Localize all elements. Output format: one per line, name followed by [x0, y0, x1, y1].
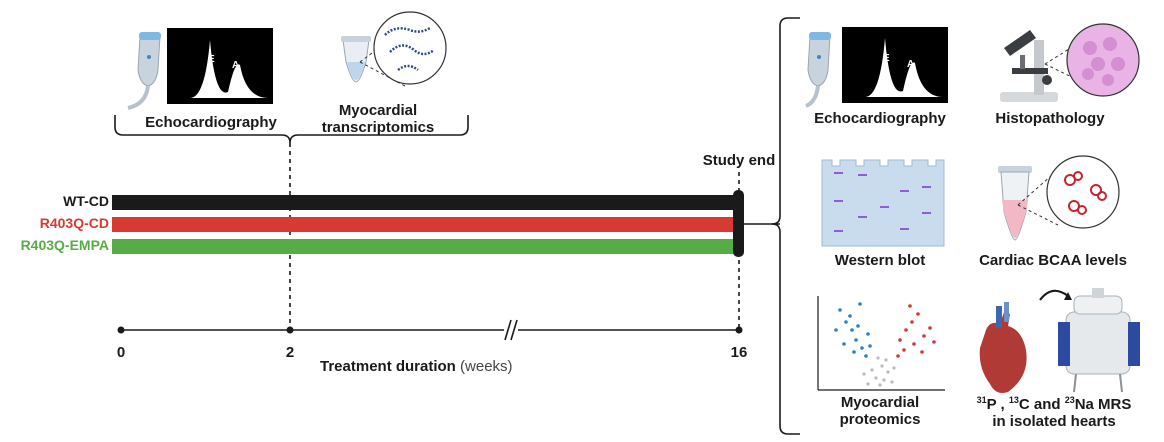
endpoint-proteomics-label-1: Myocardial: [840, 394, 920, 411]
group-label-wt-cd: WT-CD: [63, 193, 109, 209]
echo-waveform-icon: [167, 28, 273, 104]
endpoint-mrs-label-2: in isolated hearts: [992, 413, 1116, 430]
axis-title: Treatment duration (weeks): [320, 358, 513, 375]
tube-rna-icon: [341, 11, 447, 87]
mrs-sup-23: 23: [1064, 395, 1075, 405]
tick-dot-0: [117, 326, 125, 334]
study-end-label: Study end: [702, 152, 776, 169]
mrs-text-c: C and: [1018, 396, 1065, 413]
heart-icon: [979, 302, 1027, 393]
tube-bcaa-icon: [998, 166, 1032, 241]
mrs-sup-31: 31: [976, 395, 987, 405]
tick-label-0: 0: [116, 344, 126, 361]
echo-peak-a-label-right: A: [907, 59, 915, 70]
top-transcriptomics-label-2: transcriptomics: [321, 119, 435, 136]
mrs-sup-13: 13: [1008, 395, 1019, 405]
endpoint-histo-label: Histopathology: [995, 110, 1105, 127]
top-transcriptomics-label-1: Myocardial: [338, 102, 418, 119]
right-bracket: [771, 17, 800, 435]
echo-peak-a-label: A: [232, 60, 240, 71]
tick-label-16: 16: [730, 344, 748, 361]
ultrasound-probe-icon: [127, 32, 161, 110]
tissue-zoom-icon: [1066, 23, 1140, 97]
tick-dot-16: [735, 326, 743, 334]
endpoint-proteomics-label-2: proteomics: [839, 411, 921, 428]
echo-peak-e-label-right: E: [883, 53, 890, 64]
mrs-text-p: P ,: [986, 396, 1009, 413]
axis-title-unit: (weeks): [460, 358, 513, 375]
bar-r403q-empa: [112, 239, 739, 254]
bar-wt-cd: [112, 195, 739, 210]
endpoint-echo-label: Echocardiography: [814, 110, 946, 127]
axis-title-bold: Treatment duration: [320, 358, 456, 375]
echo-peak-e-label: E: [208, 54, 215, 65]
western-blot-icon: [821, 159, 945, 247]
tick-dot-2: [286, 326, 294, 334]
arrow-icon: [1039, 289, 1069, 301]
bcaa-zoom-icon: [1046, 155, 1120, 229]
endpoint-mrs-label-1: 31P , 13C and 23Na MRS: [964, 395, 1144, 414]
group-label-r403q-empa: R403Q-EMPA: [20, 237, 109, 253]
study-end-marker: [733, 190, 744, 257]
axis-break-mark: [504, 319, 512, 341]
mrs-text-na: Na MRS: [1074, 396, 1132, 413]
mrs-magnet-icon: [1058, 288, 1140, 393]
echo-waveform-icon: [842, 27, 948, 103]
tick-label-2: 2: [285, 344, 295, 361]
ultrasound-probe-icon: [805, 32, 831, 108]
volcano-plot-icon: [817, 296, 945, 391]
top-echo-label: Echocardiography: [145, 114, 277, 131]
microscope-icon: [1000, 30, 1058, 102]
bar-r403q-cd: [112, 217, 739, 232]
endpoint-western-label: Western blot: [834, 252, 926, 269]
endpoint-bcaa-label: Cardiac BCAA levels: [979, 252, 1127, 269]
group-label-r403q-cd: R403Q-CD: [39, 215, 109, 231]
